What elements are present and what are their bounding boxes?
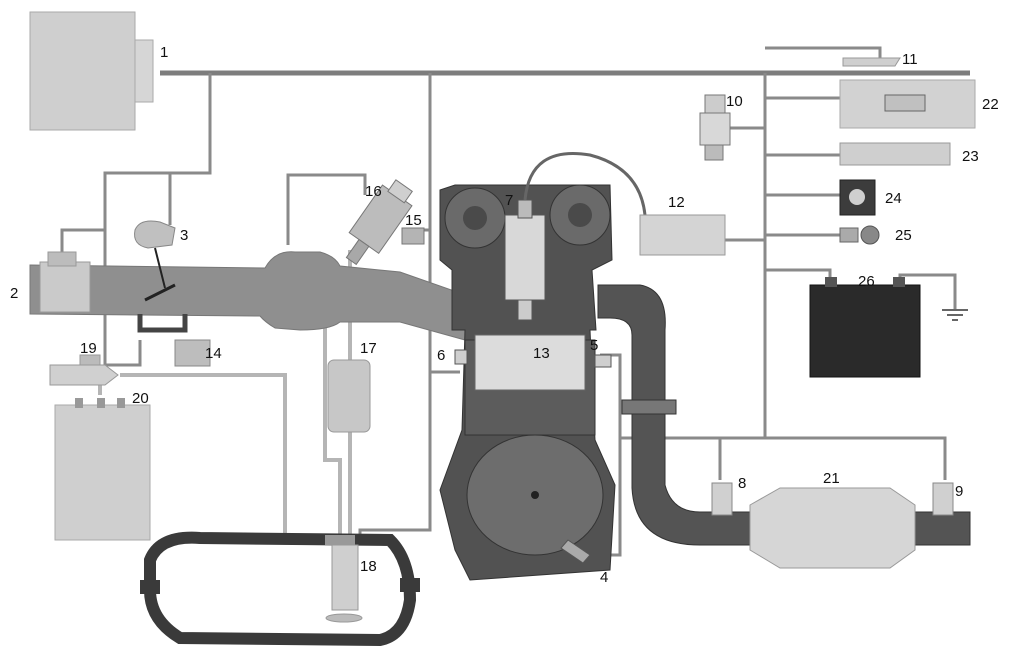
wiring-harness [60,46,970,557]
engine-block [439,152,647,581]
component-21-catalytic-converter [749,487,916,569]
component-2-airflow-sensor [39,261,91,313]
relay-face [849,189,865,205]
component-10-sensor-base [704,144,724,161]
throttle-link [154,247,166,289]
callout-labels: 1 2 3 4 5 6 7 8 9 10 11 12 13 14 15 16 1… [10,44,999,586]
spark-plug [517,299,533,321]
throttle-plate [144,283,176,302]
exhaust-flange [621,399,677,415]
coil-wire [523,152,647,216]
label-2: 2 [10,285,18,302]
fuel-supply-line [323,320,342,540]
wire-to-11 [765,46,882,58]
label-6: 6 [437,347,445,364]
idle-bypass-passage [137,314,188,333]
component-10-sensor-head [704,94,726,114]
label-21: 21 [823,470,840,487]
component-9-downstream-o2-sensor [932,482,954,516]
label-12: 12 [668,194,685,211]
component-16-fuel-injector [345,179,413,266]
wire-to-9 [620,436,947,480]
label-26: 26 [858,273,875,290]
wire-to-14 [105,340,142,367]
component-24-relay [839,179,876,216]
component-6-knock-sensor [454,349,468,365]
pump-strainer [325,613,363,623]
component-12-control-unit [639,214,726,256]
ecu-connector [884,94,926,112]
fuel-tank [144,531,417,647]
component-13-piston [474,334,586,391]
label-1: 1 [160,44,168,61]
label-22: 22 [982,96,999,113]
battery-terminal-positive [893,277,905,287]
component-8-upstream-o2-sensor [711,482,733,516]
intake-duct [29,251,481,341]
label-25: 25 [895,227,912,244]
label-8: 8 [738,475,746,492]
exhaust-cam-hub [568,203,592,227]
label-16: 16 [365,183,382,200]
label-3: 3 [180,227,188,244]
label-20: 20 [132,390,149,407]
wire-to-injector [286,173,367,245]
battery-terminal-negative [825,277,837,287]
crank-center [531,491,539,499]
coil-top [517,199,533,219]
component-18-fuel-pump [331,544,359,611]
vapour-line [120,373,287,545]
label-24: 24 [885,190,902,207]
component-15-sensor [401,227,425,245]
purge-valve-cap [79,354,101,366]
intake-cam-hub [463,206,487,230]
component-11 [842,57,901,67]
air-filter-outlet [134,39,154,103]
canister-port-b [97,398,105,408]
label-9: 9 [955,483,963,500]
component-7-ignition-coil [504,214,546,301]
label-4: 4 [600,569,608,586]
label-15: 15 [405,212,422,229]
label-23: 23 [962,148,979,165]
component-3-throttle-sensor [134,220,176,249]
component-5-coolant-sensor [594,354,612,368]
component-1-air-filter [29,11,136,131]
wire-to-26 [765,268,832,285]
component-25-head [860,225,880,245]
pump-flange [325,535,355,545]
component-14-idle-valve [174,339,211,367]
label-19: 19 [80,340,97,357]
airflow-sensor-connector [47,251,77,267]
wire-to-sensor-2 [60,228,105,255]
label-7: 7 [505,192,513,209]
exhaust-pipe [597,284,971,546]
component-20-charcoal-canister [54,404,151,541]
component-25-body [839,227,859,243]
label-13: 13 [533,345,550,362]
component-23-diagnostic-connector [839,142,951,166]
component-19-purge-valve [49,364,119,386]
component-10-pressure-sensor [699,112,731,146]
ground-symbol [942,309,968,321]
label-17: 17 [360,340,377,357]
label-18: 18 [360,558,377,575]
label-14: 14 [205,345,222,362]
canister-port-a [75,398,83,408]
tank-strap-right [400,578,420,592]
tank-strap-left [140,580,160,594]
label-10: 10 [726,93,743,110]
component-4-crank-sensor [560,539,591,564]
canister-port-c [117,398,125,408]
component-26-battery [809,284,921,378]
label-11: 11 [902,51,918,68]
label-5: 5 [590,337,598,354]
component-17-fuel-filter [327,359,371,433]
